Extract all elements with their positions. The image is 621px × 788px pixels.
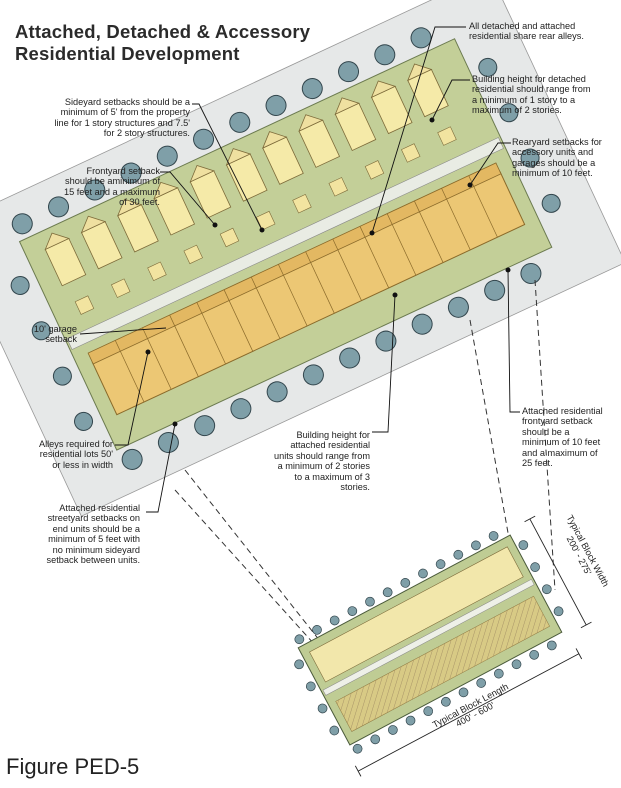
note-line: setback between units. bbox=[46, 555, 140, 566]
note-line: Sideyard setbacks should be a bbox=[64, 97, 190, 107]
note-line: residential share rear alleys. bbox=[469, 31, 584, 42]
note-line: Frontyard setback bbox=[86, 166, 160, 176]
leader-lines bbox=[79, 26, 520, 513]
note-line: Attached residential bbox=[59, 503, 140, 513]
note-line: of 30 feet. bbox=[119, 197, 160, 208]
note-line: to a maximum of 3 bbox=[294, 471, 370, 482]
title-line-2: Residential Development bbox=[15, 43, 240, 64]
note-line: All detached and attached bbox=[469, 21, 576, 31]
note-streetyard: Attached residential streetyard setbacks… bbox=[20, 503, 140, 565]
note-line: maximum of 2 stories. bbox=[472, 105, 562, 116]
note-detached-height: Building height for detached residential… bbox=[472, 74, 590, 116]
note-line: line for 1 story structures and 7.5' bbox=[54, 117, 190, 128]
note-line: a minimum of 2 stories bbox=[277, 461, 370, 472]
small-plan-block bbox=[294, 515, 592, 777]
note-line: stories. bbox=[340, 482, 370, 493]
note-rear-alleys: All detached and attached residential sh… bbox=[469, 21, 584, 42]
note-line: Building height for bbox=[296, 430, 370, 440]
note-line: minimum of 10 feet. bbox=[512, 168, 593, 179]
note-line: end units should be a bbox=[52, 523, 140, 534]
note-garage-setback: 10' garage setback bbox=[15, 324, 77, 345]
leader-dots bbox=[145, 117, 511, 427]
title-line-1: Attached, Detached & Accessory bbox=[15, 21, 311, 42]
note-line: accessory units and bbox=[512, 147, 594, 158]
note-line: setback bbox=[45, 334, 77, 345]
note-line: minimum of 10 feet bbox=[522, 437, 601, 448]
note-line: residential lots 50' bbox=[39, 449, 113, 460]
block-length-dimension bbox=[354, 648, 583, 777]
street-trees bbox=[10, 27, 561, 470]
note-frontyard: Frontyard setback should be aminimum of … bbox=[40, 166, 160, 208]
block-width-dimension bbox=[524, 515, 592, 629]
note-line: attached residential bbox=[290, 440, 370, 451]
note-alleys: Alleys required for residential lots 50'… bbox=[10, 439, 113, 470]
note-attached-height: Building height for attached residential… bbox=[250, 430, 370, 492]
note-line: Rearyard setbacks for bbox=[512, 137, 602, 147]
note-line: for 2 story structures. bbox=[103, 128, 190, 139]
note-sideyard: Sideyard setbacks should be a minimum of… bbox=[30, 97, 190, 139]
detached-houses bbox=[44, 63, 457, 315]
note-line: 25 feet. bbox=[522, 458, 553, 469]
note-rearyard: Rearyard setbacks for accessory units an… bbox=[512, 137, 602, 179]
note-line: 15 feet and a maximum bbox=[63, 186, 160, 197]
note-line: units should range from bbox=[273, 450, 370, 461]
note-line: Attached residential bbox=[522, 406, 603, 416]
attached-townhouses bbox=[87, 162, 526, 416]
note-line: no minimum sideyard bbox=[52, 544, 140, 555]
note-line: Alleys required for bbox=[38, 439, 113, 449]
figure-label: Figure PED-5 bbox=[6, 754, 140, 779]
note-line: minimum of 5 feet with bbox=[48, 534, 140, 545]
note-line: minimum of 5' from the property bbox=[60, 107, 190, 118]
note-line: 10' garage bbox=[33, 324, 77, 334]
main-block bbox=[0, 0, 621, 517]
note-line: garages should be a bbox=[512, 157, 596, 168]
note-line: should be a bbox=[522, 426, 570, 437]
diagram-title: Attached, Detached & Accessory Residenti… bbox=[15, 21, 310, 65]
note-line: streetyard setbacks on bbox=[47, 513, 140, 524]
note-line: residential should range from bbox=[472, 84, 591, 95]
note-line: and a maximum of bbox=[522, 447, 598, 458]
note-line: frontyard setback bbox=[522, 416, 593, 427]
note-line: or less in width bbox=[52, 459, 113, 470]
note-line: a minimum of 1 story to a bbox=[472, 94, 576, 105]
note-line: should be aminimum of bbox=[65, 176, 160, 187]
note-attached-frontyard: Attached residential frontyard setback s… bbox=[522, 406, 603, 468]
projection-lines bbox=[174, 279, 556, 661]
note-line: Building height for detached bbox=[472, 74, 586, 84]
